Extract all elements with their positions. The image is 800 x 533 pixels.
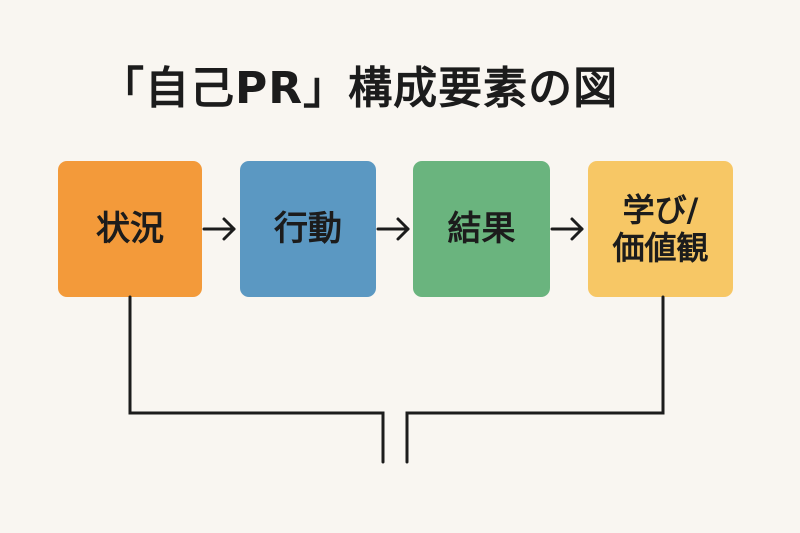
arrow-icon-3 [550, 217, 584, 241]
step-label-situation: 状況 [96, 208, 164, 249]
arrow-icon-2 [376, 217, 410, 241]
bracket-line-right [405, 295, 665, 464]
bracket-line-left [128, 295, 385, 464]
step-box-situation: 状況 [58, 161, 202, 297]
step-label-learning-values: 学び/ 価値観 [612, 190, 709, 267]
arrow-icon-1 [202, 217, 236, 241]
step-label-action: 行動 [274, 208, 342, 249]
step-box-learning-values: 学び/ 価値観 [588, 161, 733, 297]
step-box-action: 行動 [240, 161, 376, 297]
diagram-title: 「自己PR」構成要素の図 [100, 63, 619, 114]
step-box-result: 結果 [413, 161, 550, 297]
step-label-result: 結果 [447, 208, 516, 249]
